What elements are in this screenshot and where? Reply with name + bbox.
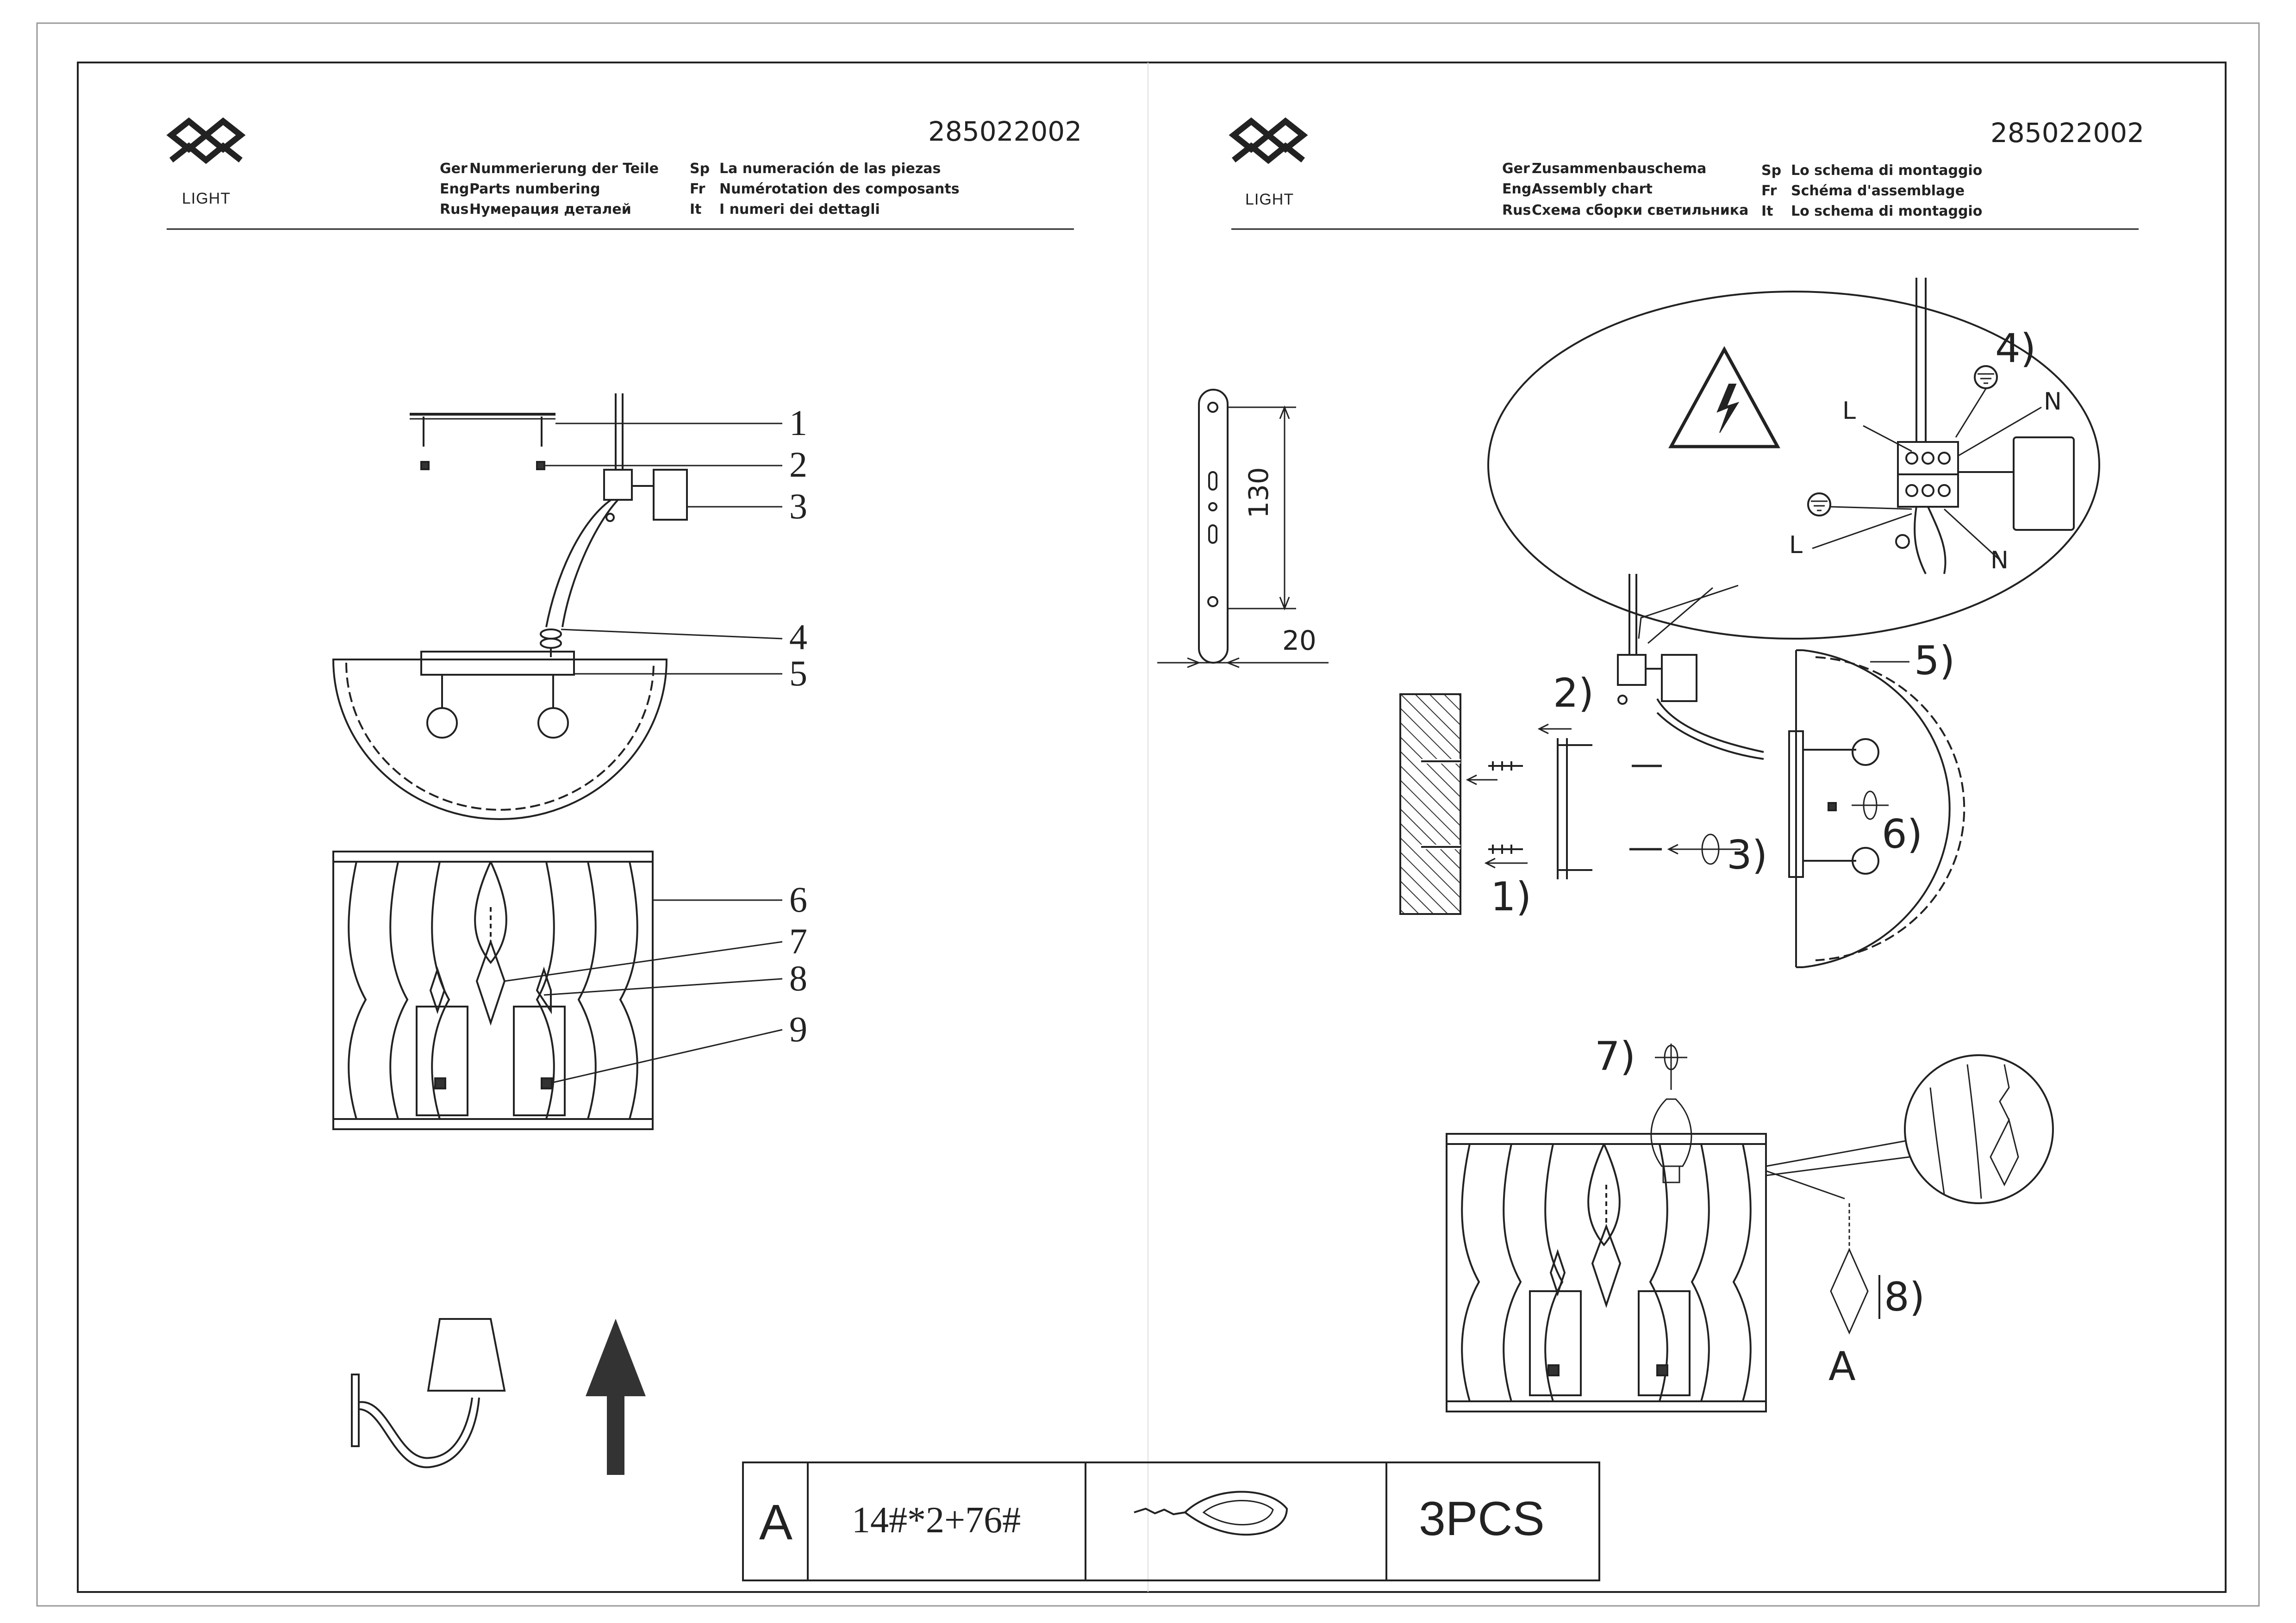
- header-text: Схема сборки светильника: [1532, 202, 1749, 218]
- header-text: Assembly chart: [1532, 181, 1653, 197]
- header-eng: EngAssembly chart: [1502, 179, 1653, 199]
- header-text: Zusammenbauschema: [1532, 161, 1707, 177]
- header-text: I numeri dei dettagli: [719, 201, 880, 218]
- part-number: 3: [789, 486, 807, 526]
- header-rus: RusНумерация деталей: [440, 199, 631, 220]
- part-number: 1: [789, 403, 807, 443]
- part-mounting-plate: [410, 413, 555, 447]
- wiring-detail: [1487, 278, 2100, 644]
- dimension-height: 130: [1243, 467, 1274, 518]
- page-frame: [36, 22, 2260, 1607]
- step-label: 5): [1914, 638, 1955, 684]
- page-frame: [77, 62, 2227, 1593]
- parts-table-frame: [742, 1461, 1600, 1581]
- callout-leaders: [504, 423, 783, 1084]
- header-it: It I numeri dei dettagli: [690, 199, 880, 220]
- crystal-detail: [1766, 1054, 2054, 1335]
- dimension-depth: 20: [1282, 625, 1316, 656]
- lang-code: It: [1761, 203, 1773, 219]
- table-spec: 14#*2+76#: [852, 1500, 1021, 1541]
- lang-code: Fr: [690, 181, 705, 197]
- header-rus: RusСхема сборки светильника: [1502, 200, 1748, 221]
- table-label: A: [759, 1494, 793, 1550]
- header-sp: Sp La numeración de las piezas: [690, 159, 941, 179]
- step-label: 6): [1882, 811, 1923, 858]
- wire-label-live: L: [1842, 397, 1856, 425]
- bracket-dimension-drawing: [1157, 389, 1329, 668]
- part-number: 7: [789, 921, 807, 961]
- header-text: Lo schema di montaggio: [1791, 203, 1983, 219]
- part-number: 8: [789, 958, 807, 998]
- lang-code: Eng: [1502, 181, 1532, 197]
- step-label: 3): [1727, 832, 1768, 878]
- header-text: La numeración de las piezas: [719, 161, 941, 177]
- crystal-drop-icon: [1183, 1491, 1288, 1536]
- part-screw: [536, 461, 545, 470]
- lang-code: Sp: [690, 161, 710, 177]
- part-terminal-block: [545, 393, 688, 628]
- mounting-bracket-install: [1537, 723, 1741, 879]
- header-text: Нумерация деталей: [469, 201, 631, 218]
- detail-label: A: [1828, 1343, 1856, 1390]
- header-fr: Fr Schéma d'assemblage: [1761, 181, 1965, 201]
- model-code: 285022002: [1990, 117, 2145, 149]
- lang-code: Sp: [1761, 162, 1782, 179]
- part-number: 9: [789, 1009, 807, 1049]
- brand-logo: [166, 117, 246, 164]
- header-text: Nummerierung der Teile: [469, 161, 659, 177]
- brand-logo-text: LIGHT: [1245, 191, 1294, 208]
- step-label: 7): [1595, 1033, 1636, 1080]
- wire-label-neutral: N: [1990, 547, 2009, 574]
- wall-section: [1399, 693, 1461, 915]
- table-quantity: 3PCS: [1419, 1492, 1545, 1546]
- lang-code: Rus: [440, 201, 469, 218]
- ground-symbol-icon: [1807, 492, 1831, 516]
- lang-code: Rus: [1502, 202, 1531, 218]
- step-label: 4): [1995, 325, 2036, 372]
- header-text: Parts numbering: [469, 181, 600, 197]
- part-number: 2: [789, 444, 807, 485]
- header-sp: Sp Lo schema di montaggio: [1761, 161, 1982, 181]
- brand-logo: [1229, 117, 1308, 164]
- part-number: 5: [789, 653, 807, 693]
- lamp-backplate-side: [1788, 649, 1965, 968]
- wall-plugs: [1466, 761, 1528, 869]
- wire-label-live: L: [1789, 531, 1803, 559]
- sconce-pictogram: [351, 1318, 506, 1468]
- up-arrow-icon: [586, 1318, 646, 1475]
- part-wire-connector: [540, 628, 562, 657]
- step-label: 1): [1491, 874, 1532, 920]
- assembled-lamp-shade: [1446, 1044, 1767, 1412]
- lang-code: Ger: [1502, 161, 1530, 177]
- part-number: 6: [789, 879, 807, 920]
- ground-symbol-icon: [1974, 365, 1998, 389]
- header-it: It Lo schema di montaggio: [1761, 201, 1982, 222]
- step-label: 8): [1884, 1274, 1925, 1320]
- lang-code: Ger: [440, 161, 468, 177]
- header-fr: Fr Numérotation des composants: [690, 179, 960, 199]
- part-backplate: [332, 651, 668, 820]
- wire-label-neutral: N: [2044, 388, 2062, 416]
- lang-code: Eng: [440, 181, 469, 197]
- header-text: Lo schema di montaggio: [1791, 162, 1983, 179]
- socket-wiring: [1617, 574, 1764, 760]
- step-label: 2): [1553, 670, 1594, 716]
- lang-code: It: [690, 201, 702, 218]
- part-screw: [420, 461, 430, 470]
- header-text: Numérotation des composants: [719, 181, 960, 197]
- header-text: Schéma d'assemblage: [1791, 183, 1965, 199]
- part-number: 4: [789, 617, 807, 657]
- part-lamp-shade: [332, 851, 654, 1130]
- lang-code: Fr: [1761, 183, 1777, 199]
- header-eng: EngParts numbering: [440, 179, 600, 199]
- brand-logo-text: LIGHT: [182, 190, 231, 207]
- high-voltage-warning-icon: [1668, 346, 1780, 448]
- model-code: 285022002: [928, 116, 1082, 147]
